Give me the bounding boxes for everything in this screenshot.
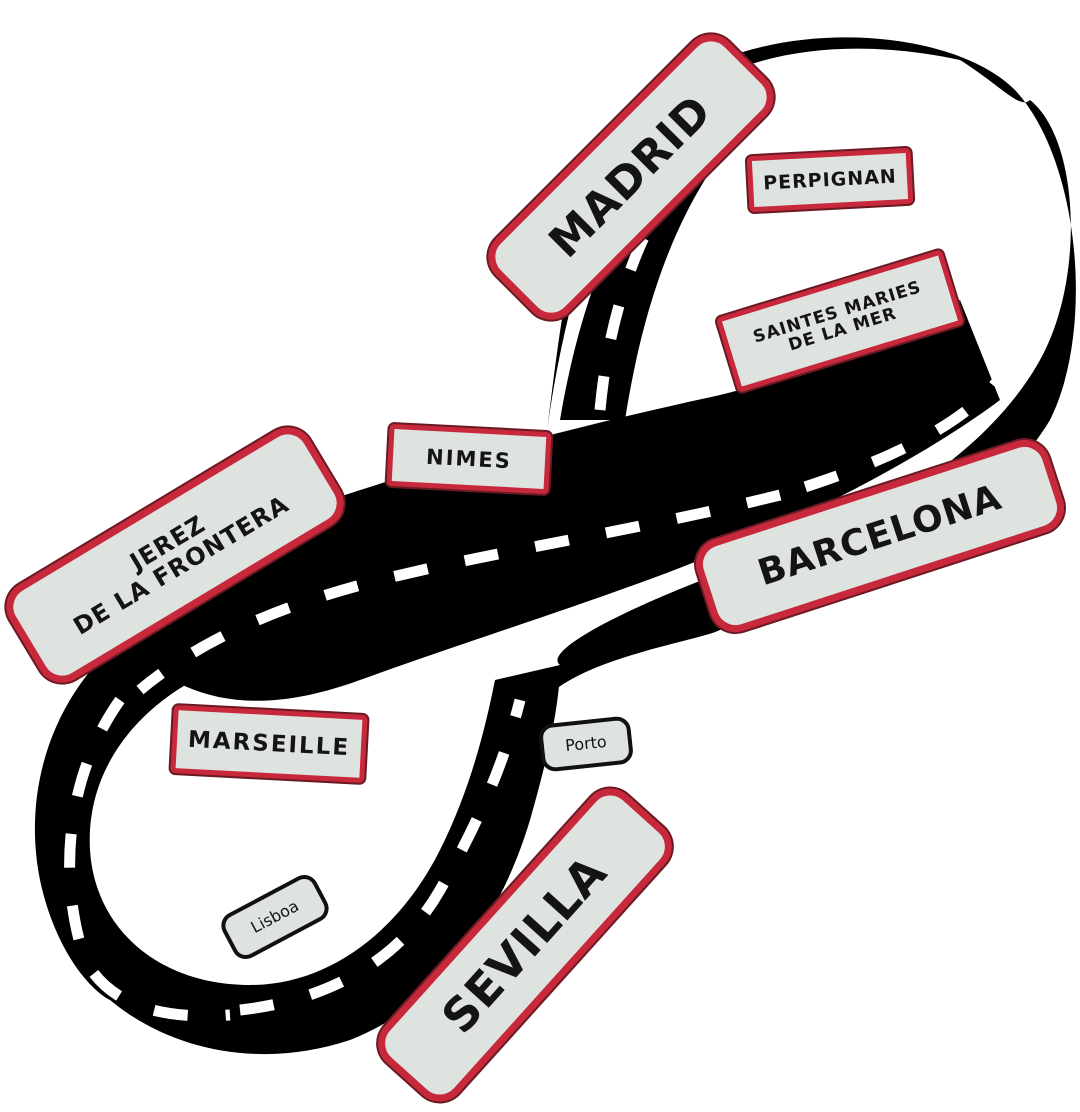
- lane-mark-lower-left: [64, 696, 231, 1022]
- road-center-section: [120, 300, 1000, 701]
- lane-markings: [64, 78, 1052, 1022]
- road-lower-loop: [34, 625, 560, 1055]
- lane-mark-right: [778, 148, 1052, 501]
- lane-mark-center: [136, 489, 782, 695]
- sign-perpignan: PERPIGNAN: [746, 147, 914, 213]
- sign-nimes: NIMES: [386, 423, 552, 495]
- sign-porto: Porto: [537, 715, 635, 773]
- sign-perpignan-label: PERPIGNAN: [762, 165, 898, 195]
- sign-marseille: MARSEILLE: [170, 704, 368, 784]
- sign-marseille-label: MARSEILLE: [187, 726, 351, 761]
- road-upper-left-fill: [560, 110, 760, 420]
- sign-lisboa-label: Lisboa: [247, 896, 303, 938]
- lane-mark-lower-right: [239, 698, 526, 1016]
- sign-nimes-label: NIMES: [425, 444, 513, 473]
- sign-porto-label: Porto: [564, 732, 608, 756]
